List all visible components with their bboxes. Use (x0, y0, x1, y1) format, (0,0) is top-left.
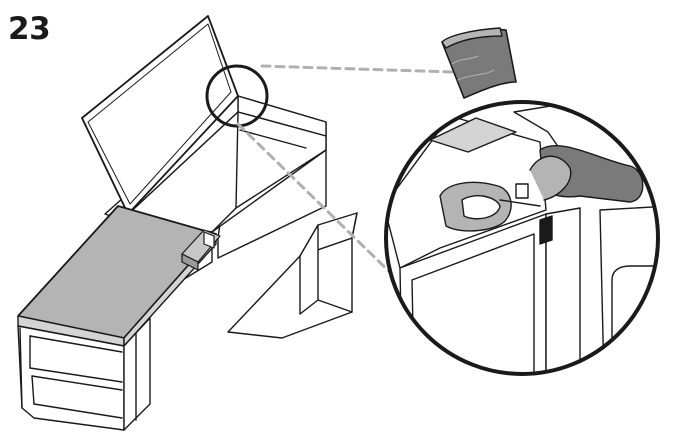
raised-lid (81, 15, 239, 215)
hardware-bag-icon (441, 27, 517, 99)
step-number: 23 (8, 11, 51, 47)
leader-lines (236, 64, 454, 286)
hinge-mechanism-icon (386, 102, 658, 374)
front-lid (17, 205, 217, 347)
drawer-stack (17, 317, 151, 431)
lid-latch (181, 229, 221, 271)
zoom-detail-circle (384, 100, 660, 376)
zoom-source-circle (205, 64, 269, 128)
support-block (227, 212, 358, 339)
